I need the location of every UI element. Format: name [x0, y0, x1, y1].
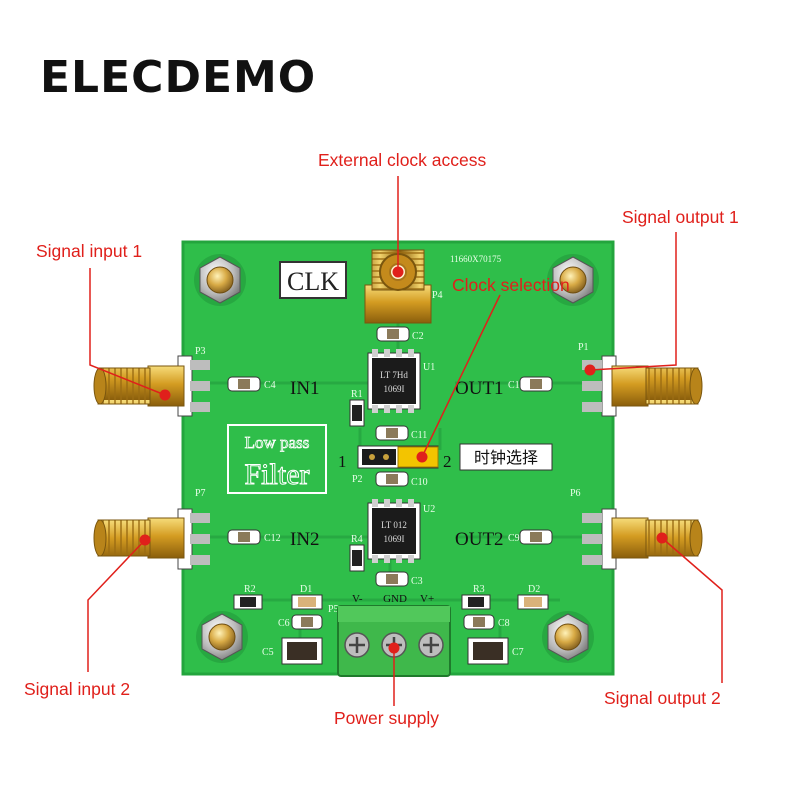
brand-logo: ELECDEMO — [40, 52, 317, 103]
filter-line1: Low pass — [245, 433, 310, 452]
designator-c3: C3 — [411, 576, 423, 587]
power-label-vminus: V- — [352, 593, 363, 605]
mounting-screw-top-right — [547, 254, 599, 306]
designator-r3: R3 — [473, 584, 485, 595]
mounting-screw-bottom-left — [196, 611, 248, 663]
clock-select-label-box — [459, 443, 553, 471]
designator-c10: C10 — [411, 477, 428, 488]
designator-c7: C7 — [512, 647, 524, 658]
ic-u2-line2: 1069I — [384, 534, 405, 544]
callout-signal-output-1: Signal output 1 — [622, 207, 739, 227]
mounting-screw-top-left — [194, 254, 246, 306]
jumper-pos-1: 1 — [338, 452, 347, 471]
ic-u2: LT 012 1069I — [367, 499, 421, 563]
clock-select-cn: 时钟选择 — [474, 448, 538, 467]
callout-power-supply: Power supply — [334, 708, 440, 728]
designator-c12: C12 — [264, 533, 281, 544]
designator-c5: C5 — [262, 647, 274, 658]
designator-p5: P5 — [328, 604, 339, 615]
callout-markers — [139, 266, 668, 654]
board-serial: 11660X70175 — [450, 254, 502, 264]
ic-u2-line1: LT 012 — [381, 520, 407, 530]
sma-connector-input-2 — [93, 508, 210, 570]
ic-u1-line1: LT 7Hd — [380, 370, 408, 380]
port-out2: OUT2 — [455, 529, 504, 550]
designator-p7: P7 — [195, 488, 206, 499]
callout-leaders — [87, 176, 723, 706]
ic-u1: LT 7Hd 1069I — [367, 349, 421, 413]
callout-signal-input-2: Signal input 2 — [24, 679, 131, 699]
sma-connector-output-2 — [582, 508, 703, 570]
mounting-screw-bottom-right — [542, 611, 594, 663]
power-label-gnd: GND — [383, 593, 407, 605]
clock-select-jumper — [357, 445, 439, 469]
port-out1: OUT1 — [455, 378, 504, 399]
designator-c6: C6 — [278, 618, 290, 629]
designator-c8: C8 — [498, 618, 510, 629]
designator-p6: P6 — [570, 488, 581, 499]
designator-p3: P3 — [195, 346, 206, 357]
callout-clock-selection: Clock selection — [452, 275, 570, 295]
port-in2: IN2 — [290, 529, 320, 550]
designator-u1: U1 — [423, 362, 435, 373]
clk-label-box — [279, 261, 347, 299]
filter-label-box — [227, 424, 327, 494]
clk-label: CLK — [287, 267, 339, 296]
sma-connector-output-1 — [582, 355, 703, 417]
designator-c1: C1 — [508, 380, 520, 391]
callout-signal-input-1: Signal input 1 — [36, 241, 143, 261]
jumper-pos-2: 2 — [443, 452, 452, 471]
port-in1: IN1 — [290, 378, 320, 399]
designator-p1: P1 — [578, 342, 589, 353]
designator-r1: R1 — [351, 389, 363, 400]
ic-u1-line2: 1069I — [384, 384, 405, 394]
designator-r2: R2 — [244, 584, 256, 595]
designator-p4: P4 — [432, 290, 443, 301]
callout-external-clock: External clock access — [318, 150, 487, 170]
designator-d2: D2 — [528, 584, 540, 595]
designator-c4: C4 — [264, 380, 276, 391]
designator-r4: R4 — [351, 534, 363, 545]
designator-p2: P2 — [352, 474, 363, 485]
sma-connector-input-1 — [93, 355, 210, 417]
designator-c9: C9 — [508, 533, 520, 544]
callout-signal-output-2: Signal output 2 — [604, 688, 721, 708]
designator-d1: D1 — [300, 584, 312, 595]
designator-c2: C2 — [412, 331, 424, 342]
filter-line2: Filter — [245, 458, 310, 491]
power-label-vplus: V+ — [420, 593, 434, 605]
designator-u2: U2 — [423, 504, 435, 515]
designator-c11: C11 — [411, 430, 427, 441]
